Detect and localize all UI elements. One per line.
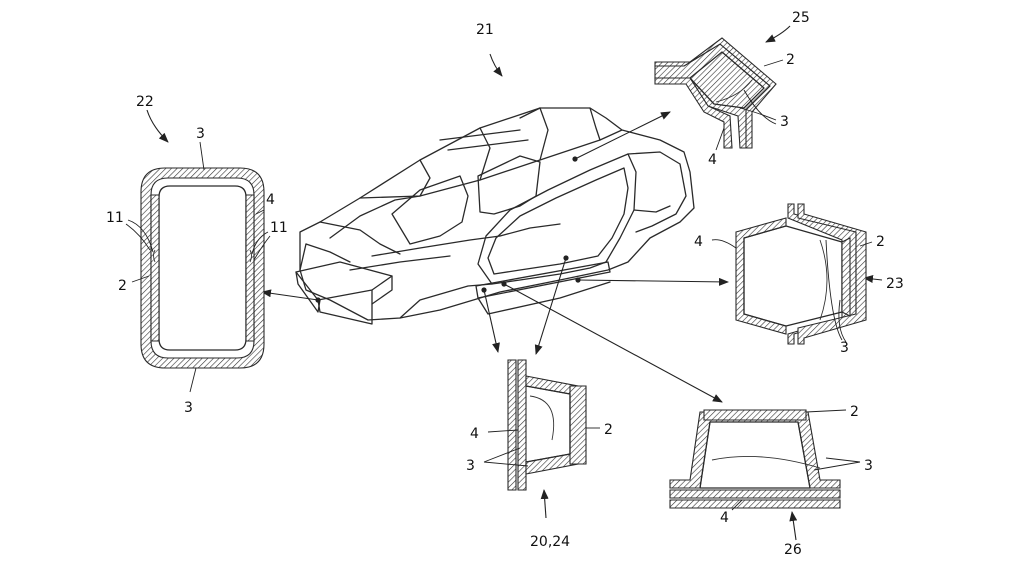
label-25: 25 [792, 10, 810, 26]
label-25-3: 3 [780, 114, 789, 130]
section-23 [711, 203, 873, 345]
labels: 21 22 3 3 11 11 2 4 25 2 3 4 23 2 3 4 20… [106, 10, 904, 558]
label-23: 23 [886, 276, 904, 292]
label-26: 26 [784, 542, 802, 558]
section-arrows [146, 25, 883, 541]
label-26-2: 2 [850, 404, 859, 420]
label-25-4: 4 [708, 152, 717, 168]
label-20-24-4: 4 [470, 426, 479, 442]
section-20-24 [483, 359, 600, 491]
label-22-4: 4 [266, 192, 275, 208]
label-20-24-3: 3 [466, 458, 475, 474]
label-21: 21 [476, 22, 494, 38]
label-26-3: 3 [864, 458, 873, 474]
label-20-24: 20,24 [530, 534, 570, 550]
label-22-right-11: 11 [270, 220, 288, 236]
label-22-top-3: 3 [196, 126, 205, 142]
section-25 [654, 37, 784, 151]
car-body-in-white [295, 107, 695, 325]
label-23-3: 3 [840, 340, 849, 356]
label-26-4: 4 [720, 510, 729, 526]
section-26 [669, 409, 861, 511]
label-22: 22 [136, 94, 154, 110]
label-22-bottom-3: 3 [184, 400, 193, 416]
label-22-2: 2 [118, 278, 127, 294]
label-20-24-2: 2 [604, 422, 613, 438]
label-25-2: 2 [786, 52, 795, 68]
label-22-left-11: 11 [106, 210, 124, 226]
label-23-4: 4 [694, 234, 703, 250]
label-23-2: 2 [876, 234, 885, 250]
section-22 [125, 141, 271, 393]
